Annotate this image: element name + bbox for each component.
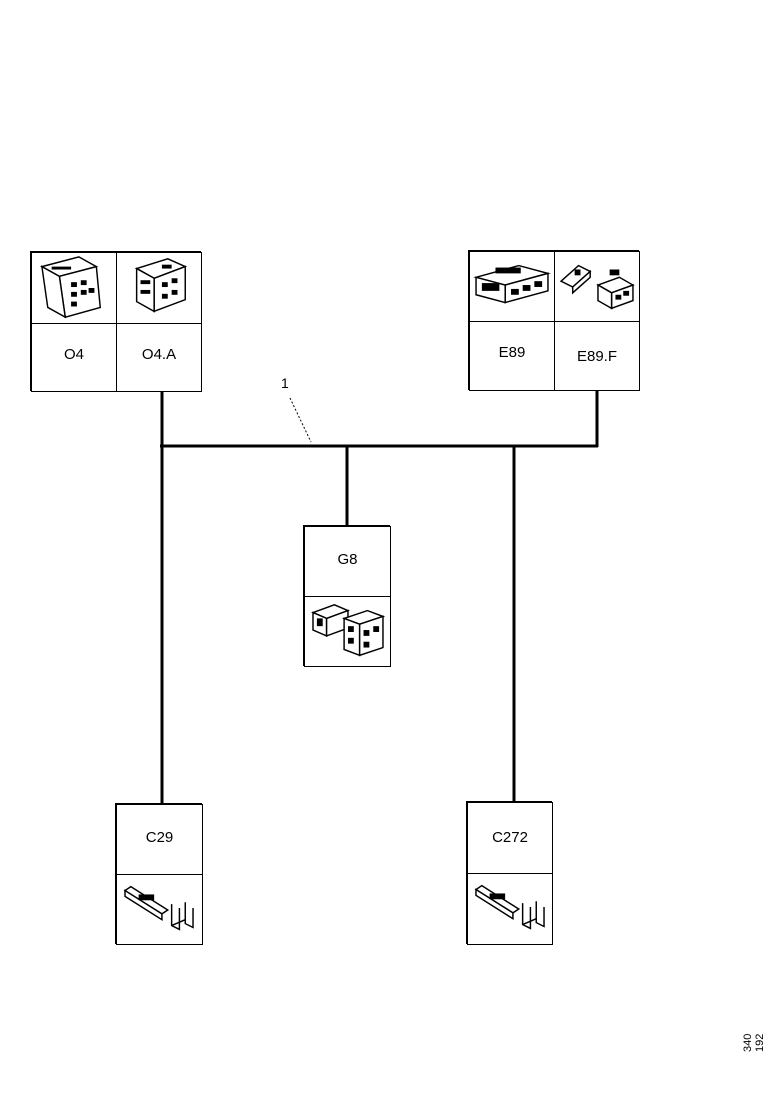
label-c272: C272	[492, 829, 528, 846]
label-e89: E89	[498, 344, 526, 361]
cell-g8-image	[304, 596, 391, 667]
cell-c29-label: C29	[116, 804, 203, 875]
connector-c29: C29	[115, 803, 203, 945]
splice-connector-icon	[311, 603, 386, 657]
cell-e89-image	[469, 251, 555, 322]
cell-o4-image	[31, 252, 117, 324]
cell-e89-label: E89	[469, 321, 555, 391]
connector-group-o4: O4 O4.A	[30, 251, 202, 392]
connector-housing-icon	[39, 256, 102, 319]
callout-number: 1	[281, 375, 289, 391]
terminal-pin-icon	[123, 885, 194, 931]
label-o4: O4	[63, 346, 84, 363]
control-unit-icon	[473, 264, 551, 304]
cell-c272-label: C272	[467, 802, 553, 874]
cell-c272-image	[467, 873, 553, 945]
cell-g8-label: G8	[304, 526, 391, 597]
connector-c272: C272	[466, 801, 553, 945]
terminal-pin-icon	[474, 884, 545, 930]
callout-leader	[289, 397, 312, 443]
label-e89f: E89.F	[576, 348, 618, 365]
cell-o4-label: O4	[31, 323, 117, 392]
cell-e89f-image	[554, 251, 640, 322]
label-c29: C29	[145, 829, 174, 846]
plug-connector-icon	[559, 264, 635, 310]
cell-o4a-label: O4.A	[116, 323, 202, 392]
document-id: 340 192	[742, 1033, 764, 1052]
label-o4a: O4.A	[141, 346, 177, 363]
cell-o4a-image	[116, 252, 202, 324]
connector-group-e89: E89 E89.F	[468, 250, 640, 391]
cell-e89f-label: E89.F	[554, 321, 640, 391]
label-g8: G8	[337, 551, 358, 568]
connector-plug-icon	[134, 258, 188, 313]
connector-g8: G8	[303, 525, 391, 667]
cell-c29-image	[116, 874, 203, 945]
